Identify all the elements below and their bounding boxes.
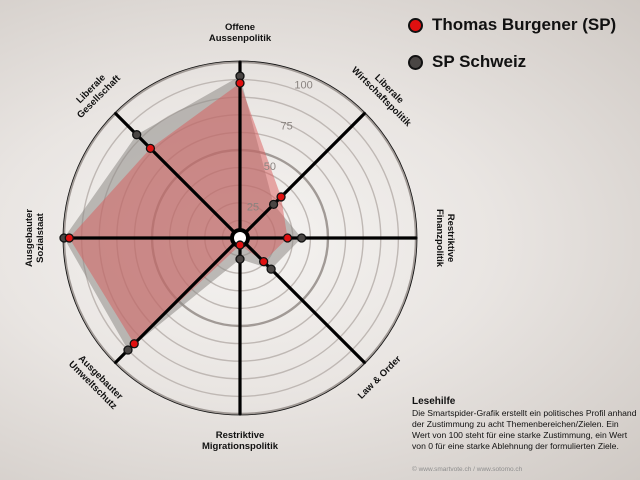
data-point-party <box>235 254 245 264</box>
series-area-candidate <box>69 83 288 344</box>
data-point-candidate <box>258 256 269 267</box>
tick-label: 75 <box>281 120 293 132</box>
gray-dot-icon <box>408 54 423 70</box>
red-dot-icon <box>408 17 423 33</box>
tick-label: 100 <box>294 80 312 92</box>
tick-label: 25 <box>247 202 259 214</box>
data-point-party <box>296 233 307 243</box>
data-point-candidate <box>282 233 293 243</box>
axis-label-text: Ausgebauter <box>24 209 35 267</box>
axis-label-text: Restriktive <box>445 214 456 263</box>
axis-label-text: Finanzpolitik <box>434 209 445 268</box>
data-point-candidate <box>64 233 74 243</box>
axis-label-text: Aussenpolitik <box>209 33 272 44</box>
data-point-party <box>266 264 276 274</box>
legend-item-candidate: Thomas Burgener (SP) <box>408 14 616 36</box>
data-point-party <box>132 130 142 140</box>
axis-line <box>238 111 367 240</box>
data-point-candidate <box>235 78 245 88</box>
data-point-candidate <box>276 192 286 202</box>
axis-label-text: Sozialstaat <box>35 212 46 262</box>
reading-aid-text: Die Smartspider-Grafik erstellt ein poli… <box>412 408 637 451</box>
legend-label-party: SP Schweiz <box>432 52 527 71</box>
data-point-candidate <box>235 240 245 250</box>
data-point-party <box>268 199 279 210</box>
data-point-candidate <box>145 143 156 154</box>
center-hub-inner <box>234 232 246 244</box>
reading-aid: Lesehilfe Die Smartspider-Grafik erstell… <box>412 396 638 452</box>
tick-label: 50 <box>264 161 276 173</box>
credit-text: © www.smartvote.ch / www.sotomo.ch <box>412 466 523 473</box>
legend-label-candidate: Thomas Burgener (SP) <box>432 15 617 34</box>
reading-aid-title: Lesehilfe <box>412 396 456 407</box>
axis-label-text: Offene <box>225 22 255 33</box>
legend-item-party: SP Schweiz <box>408 51 616 73</box>
legend: Thomas Burgener (SP) SP Schweiz <box>408 14 616 88</box>
data-point-candidate <box>129 339 139 349</box>
axis-label-text: Migrationspolitik <box>202 441 279 452</box>
data-point-party <box>123 345 133 355</box>
axis-label-text: Restriktive <box>216 430 265 441</box>
